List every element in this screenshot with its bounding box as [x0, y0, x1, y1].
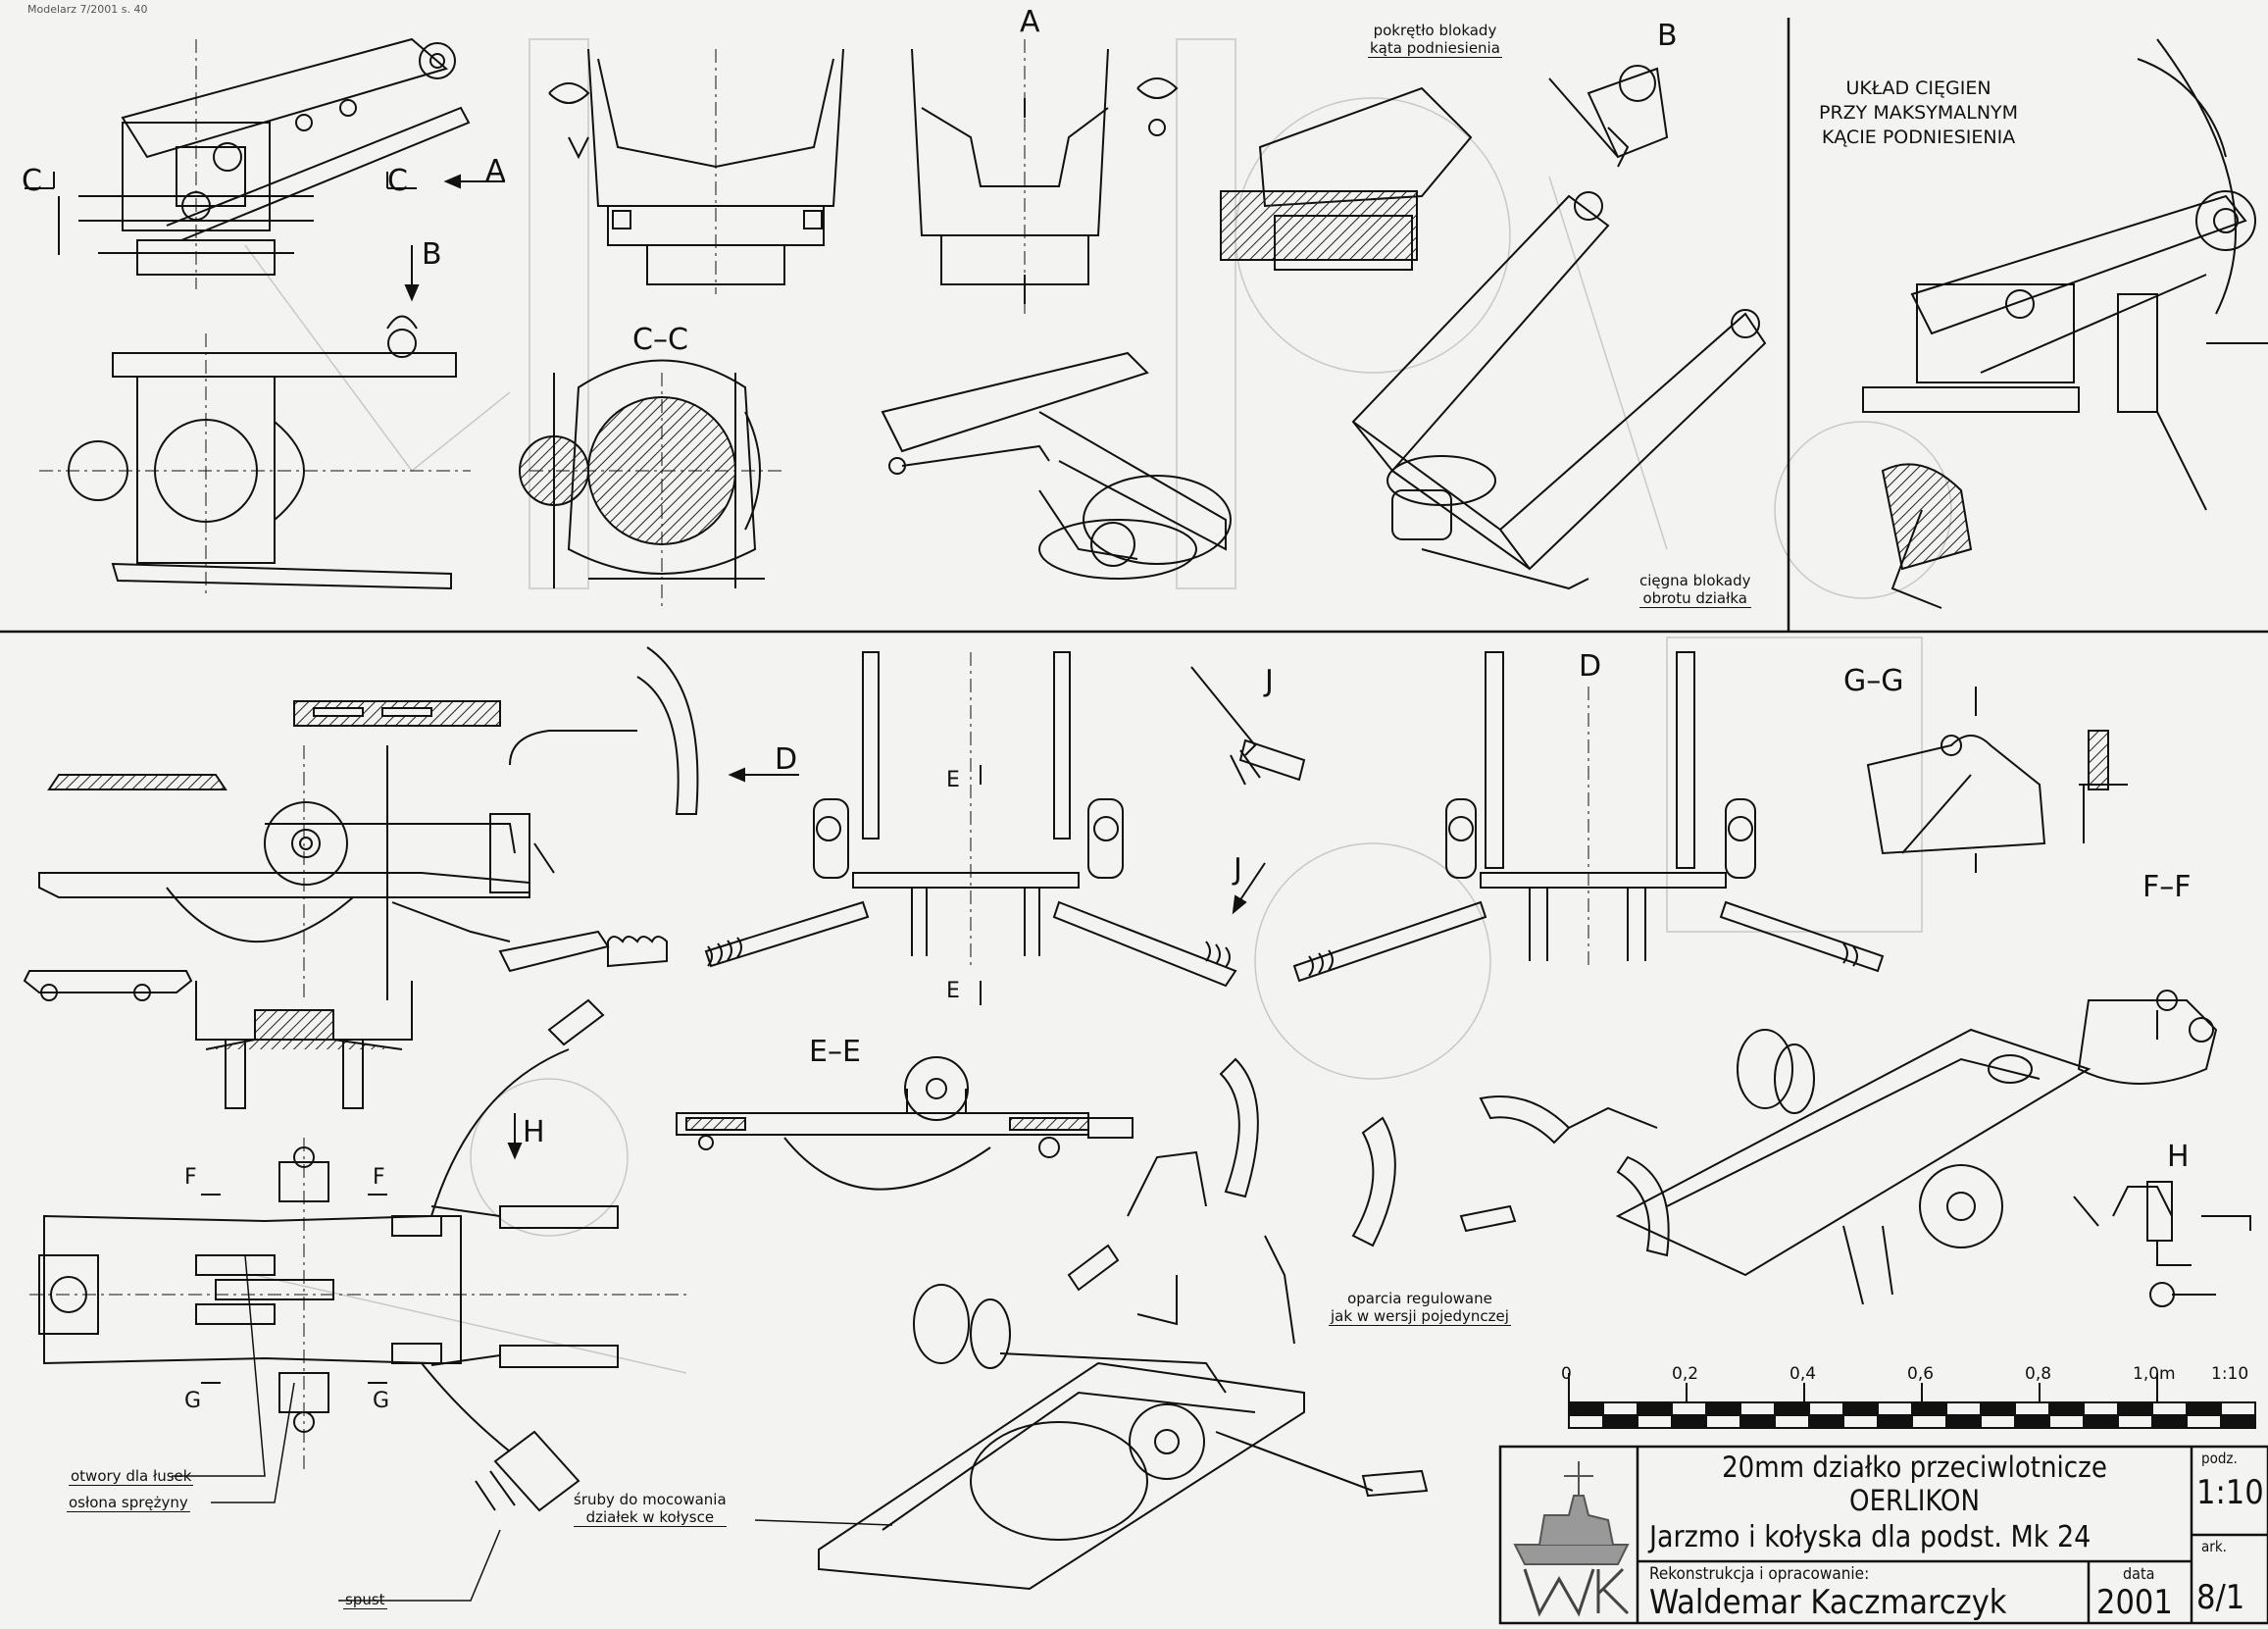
- view-label-b-arrow: B: [422, 237, 442, 272]
- date-label: data: [2123, 1564, 2155, 1583]
- scale-value: 1:10: [2196, 1473, 2264, 1512]
- view-label-a-arrow: A: [485, 154, 506, 188]
- scale-tick-10: 1,0m: [2133, 1364, 2176, 1384]
- credit-label: Rekonstrukcja i opracowanie:: [1649, 1564, 1870, 1584]
- scale-bar: [1568, 1373, 2256, 1429]
- view-label-b: B: [1657, 19, 1678, 53]
- cut-label-f-right: F: [373, 1165, 385, 1190]
- cut-label-e-top: E: [946, 768, 960, 792]
- section-label-cc: C–C: [632, 323, 688, 357]
- cut-label-g-left: G: [184, 1389, 202, 1413]
- view-label-h: H: [2167, 1140, 2190, 1174]
- view-label-c-left: C: [22, 164, 42, 198]
- scale-tick-02: 0,2: [1672, 1364, 1699, 1384]
- view-label-c-right: C: [387, 164, 408, 198]
- view-label-h-arrow: H: [523, 1115, 545, 1149]
- author-name: Waldemar Kaczmarczyk: [1649, 1583, 2007, 1622]
- note-trigger: spust: [343, 1591, 387, 1609]
- scale-tick-06: 0,6: [1907, 1364, 1935, 1384]
- section-ee: [676, 1056, 1134, 1191]
- section-label-ff: F–F: [2142, 870, 2192, 904]
- cut-label-g-right: G: [373, 1389, 390, 1413]
- front-view-d-right: [1292, 651, 1885, 983]
- side-view-top-left: [25, 37, 505, 302]
- note-linkage-max-elevation: UKŁAD CIĘGIEN PRZY MAKSYMALNYM KĄCIE POD…: [1819, 77, 2019, 148]
- view-label-a: A: [1020, 5, 1040, 39]
- section-label-ee: E–E: [809, 1035, 861, 1069]
- leaders-bottom-left: [172, 1254, 893, 1602]
- title-line-1: 20mm działko przeciwlotnicze: [1722, 1451, 2107, 1484]
- cut-label-f-left: F: [184, 1165, 197, 1190]
- front-view-top: [548, 48, 844, 294]
- isometric-yoke: [1351, 191, 1767, 590]
- scale-label: podz.: [2201, 1450, 2238, 1467]
- isometric-cradle-right: [1459, 1028, 2092, 1305]
- note-mounting-screws: śruby do mocowania działek w kołysce: [574, 1491, 727, 1527]
- note-cartridge-holes: otwory dla łusek: [69, 1467, 194, 1486]
- isometric-cradle: [881, 351, 1232, 580]
- front-view-cradle-grips: [704, 651, 1237, 1005]
- wk-logo-ship: [1513, 1461, 1630, 1617]
- detail-sections-right: [1866, 687, 2251, 1307]
- sheet-label: ark.: [2201, 1538, 2227, 1555]
- section-label-gg: G–G: [1843, 664, 1904, 698]
- date-value: 2001: [2096, 1583, 2173, 1622]
- isometric-cradle-bottom: [818, 1057, 1429, 1591]
- view-label-d: D: [1579, 649, 1602, 684]
- scale-tick-08: 0,8: [2025, 1364, 2052, 1384]
- view-b: [1220, 65, 1669, 271]
- linkage-max-elevation: [1862, 38, 2268, 609]
- bottom-left-sections: [23, 970, 413, 1109]
- bottom-left-plan: [29, 998, 686, 1512]
- title-line-2: OERLIKON: [1849, 1484, 1980, 1517]
- view-label-j-arrow: J: [1234, 852, 1242, 887]
- sheet-value: 8/1: [2196, 1578, 2245, 1617]
- detail-j: [1190, 666, 1306, 915]
- note-rotation-lock-rods: cięgna blokady obrotu działka: [1639, 572, 1751, 608]
- scale-tick-04: 0,4: [1789, 1364, 1817, 1384]
- view-label-j: J: [1265, 664, 1274, 698]
- scale-tick-0: 0: [1561, 1364, 1572, 1384]
- page-header: Modelarz 7/2001 s. 40: [27, 3, 148, 16]
- note-elevation-lock-knob: pokrętło blokady kąta podniesienia: [1368, 22, 1502, 58]
- side-view-a: [911, 39, 1179, 314]
- note-spring-cover: osłona sprężyny: [67, 1494, 190, 1512]
- ghost-background: [244, 38, 1952, 1374]
- view-label-d-arrow: D: [775, 742, 798, 777]
- note-adjustable-rests: oparcia regulowane jak w wersji pojedync…: [1329, 1290, 1511, 1326]
- title-line-3: Jarzmo i kołyska dla podst. Mk 24: [1649, 1520, 2092, 1554]
- scale-ratio: 1:10: [2211, 1364, 2249, 1384]
- section-cc: [519, 359, 784, 608]
- cut-label-e-bottom: E: [946, 979, 960, 1003]
- plan-view-left: [39, 315, 471, 598]
- cradle-side-view-bottom: [38, 646, 699, 1000]
- title-block-frame: [1498, 1445, 2268, 1625]
